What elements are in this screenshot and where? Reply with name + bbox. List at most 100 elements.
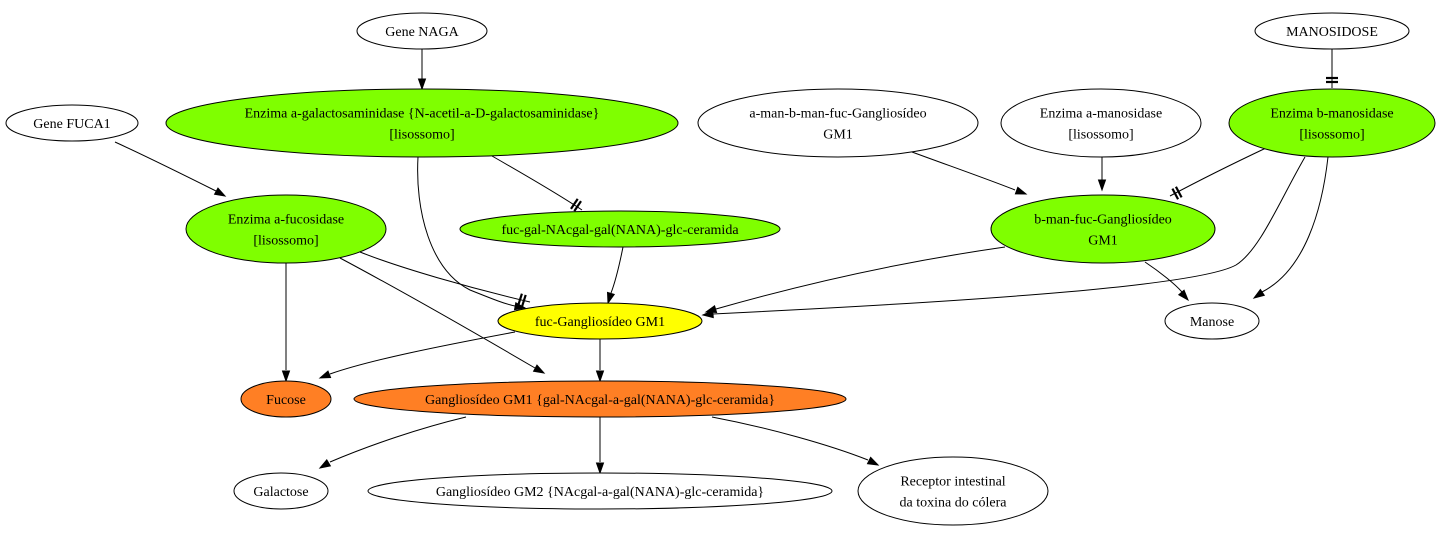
node-shape [356, 12, 488, 50]
node-shape [233, 472, 329, 510]
node-shape [165, 88, 679, 158]
node-shape [367, 472, 833, 510]
arrowhead [595, 462, 605, 475]
node-shape [1000, 88, 1202, 158]
node-enz-galnac: Enzima a-galactosaminidase {N-acetil-a-D… [165, 88, 679, 158]
node-label: Receptor intestinal [900, 475, 1005, 490]
node-label: Enzima b-manosidase [1270, 107, 1393, 122]
node-shape [857, 456, 1049, 526]
node-label: Gangliosídeo GM1 {gal-NAcgal-a-gal(NANA)… [425, 393, 775, 408]
node-shape [240, 380, 332, 418]
node-label: MANOSIDOSE [1286, 25, 1378, 40]
edge-b_man_fuc-to-manose [1144, 261, 1189, 302]
tee-bar [570, 198, 579, 210]
arrowhead [532, 364, 546, 374]
edge-enz_a_fuc-to-gm1 [339, 257, 546, 374]
arrowhead [866, 456, 880, 466]
edge-fuc_gm1-to-fucose [318, 331, 516, 379]
arrowhead [595, 370, 605, 383]
tee-bar [517, 293, 523, 306]
arrowhead [606, 291, 616, 305]
arrowhead [1014, 186, 1028, 195]
node-shape [353, 380, 847, 418]
node-label: fuc-gal-NAcgal-gal(NANA)-glc-ceramida [501, 223, 739, 238]
node-label: fuc-Gangliosídeo GM1 [535, 315, 665, 330]
edge-fuc_gm1-to-gm1 [595, 339, 605, 383]
edge-enz_a_fuc-to-fuc_gm1 [359, 251, 531, 307]
node-manose: Manose [1164, 302, 1260, 340]
edge-line [711, 416, 869, 461]
node-label: Enzima a-fucosidase [228, 213, 344, 228]
node-enz-a-man: Enzima a-manosidase [lisossomo] [1000, 88, 1202, 158]
node-shape [990, 194, 1216, 264]
node-shape [185, 194, 387, 264]
edge-line [114, 141, 219, 193]
edge-gene_fuca1-to-enz_a_fuc [114, 141, 227, 197]
edge-enz_b_man-to-manose [1252, 156, 1329, 299]
node-label: Galactose [253, 485, 308, 500]
arrowhead [1177, 289, 1189, 302]
edge-gm1-to-gm2 [595, 417, 605, 475]
edge-fuc_gal_nac-to-fuc_gm1 [606, 246, 624, 305]
node-gm2: Gangliosídeo GM2 {NAcgal-a-gal(NANA)-glc… [367, 472, 833, 510]
node-shape [1164, 302, 1260, 340]
edge-line [712, 156, 1306, 315]
node-label: [lisossomo] [1299, 128, 1364, 143]
node-gene-fuca1: Gene FUCA1 [5, 104, 139, 142]
node-label: Manose [1190, 315, 1234, 330]
edge-line [1144, 261, 1183, 293]
arrowhead [704, 304, 718, 314]
tee-bar [1171, 188, 1180, 200]
node-label: GM1 [1088, 234, 1118, 249]
edge-enz_a_man-to-b_man_fuc [1097, 157, 1107, 192]
node-label: [lisossomo] [253, 234, 318, 249]
node-shape [1228, 88, 1436, 158]
edge-line [1261, 156, 1329, 293]
node-label: Gene FUCA1 [33, 117, 110, 132]
node-label: b-man-fuc-Gangliosídeo [1034, 213, 1172, 228]
node-label: Enzima a-manosidase [1040, 107, 1162, 122]
node-fucose: Fucose [240, 380, 332, 418]
node-galactose: Galactose [233, 472, 329, 510]
node-label: [lisossomo] [1068, 128, 1133, 143]
tee-bar [521, 294, 527, 307]
arrowhead [213, 187, 227, 197]
node-label: GM1 [823, 128, 853, 143]
node-label: a-man-b-man-fuc-Gangliosídeo [749, 107, 926, 122]
edge-enz_galnac-to-fuc_gal_nac [491, 155, 583, 212]
edge-line [359, 251, 531, 303]
edge-line [715, 246, 1006, 310]
node-manosidose: MANOSIDOSE [1254, 12, 1410, 50]
node-label: da toxina do cólera [900, 496, 1008, 511]
node-fuc-gal-nac: fuc-gal-NAcgal-gal(NANA)-glc-ceramida [459, 210, 781, 248]
edge-line [417, 156, 516, 307]
edge-enz_a_fuc-to-fucose [281, 263, 291, 383]
arrowhead [318, 370, 332, 379]
node-shape [1254, 12, 1410, 50]
edge-line [491, 155, 583, 211]
arrowhead [513, 301, 527, 311]
arrowhead [417, 78, 427, 91]
arrowhead [1252, 288, 1266, 299]
arrowhead [281, 370, 291, 383]
node-fuc-gm1: fuc-Gangliosídeo GM1 [497, 302, 703, 340]
edge-enz_b_man-to-b_man_fuc [1169, 147, 1267, 200]
edge-gene_naga-to-enz_galnac [417, 49, 427, 91]
edge-manosidose-to-enz_b_man [1326, 49, 1338, 88]
tee-bar [1174, 186, 1183, 198]
node-receptor: Receptor intestinal da toxina do cólera [857, 456, 1049, 526]
edge-enz_galnac-to-fuc_gm1 [417, 156, 527, 311]
edge-line [339, 257, 536, 369]
edge-b_man_fuc-to-fuc_gm1 [704, 246, 1006, 314]
edge-gm1-to-receptor [711, 416, 880, 466]
edge-line [1169, 147, 1267, 197]
edge-line [329, 416, 467, 463]
node-shape [697, 88, 979, 158]
node-label: Fucose [266, 393, 306, 408]
edge-line [329, 331, 516, 375]
edge-line [610, 246, 624, 294]
node-shape [459, 210, 781, 248]
node-gm1: Gangliosídeo GM1 {gal-NAcgal-a-gal(NANA)… [353, 380, 847, 418]
